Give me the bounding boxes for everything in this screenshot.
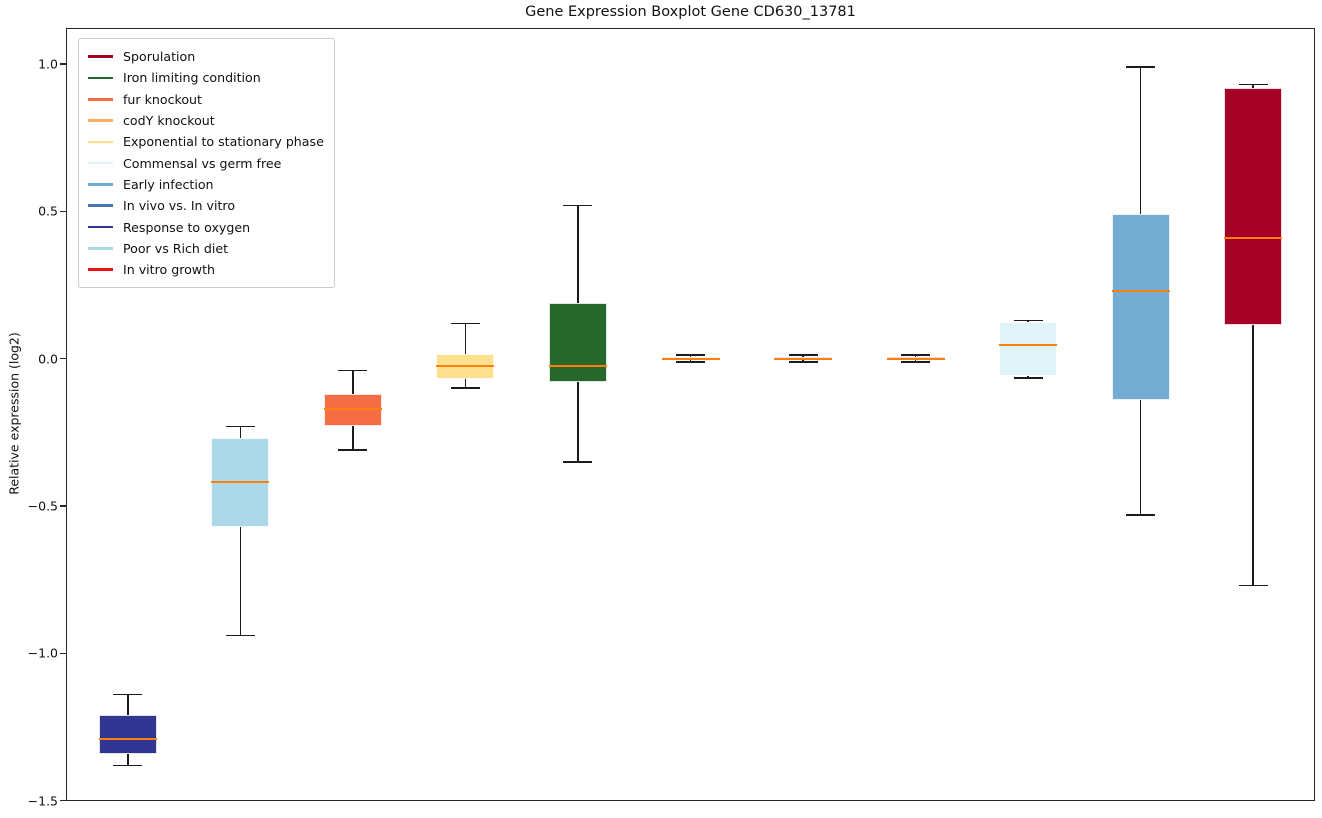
legend-label: In vitro growth [123,262,216,278]
whisker-cap-bottom-sporulation [1238,584,1268,587]
median-in-vitro-growth [886,357,945,360]
legend-item-response-to-oxygen: Response to oxygen [88,216,324,237]
median-exponential-to-stationary-phase [436,365,495,368]
box-fur-knockout [323,394,382,427]
whisker-cap-bottom-early-infection [1126,514,1156,516]
legend-item-sporulation: Sporulation [88,46,324,67]
y-tick-label: 1.0 [38,56,58,72]
legend-item-exponential-to-stationary-phase: Exponential to stationary phase [88,131,324,152]
whisker-sporulation [1252,84,1254,586]
whisker-cap-bottom-cody-knockout [676,361,705,363]
y-tick-mark [60,505,66,507]
box-commensal-vs-germ-free [999,321,1058,377]
median-in-vivo-vs-in-vitro [774,357,833,360]
whisker-cap-bottom-fur-knockout [338,449,368,451]
legend-label: Poor vs Rich diet [123,240,229,256]
box-response-to-oxygen [98,715,157,754]
median-early-infection [1111,289,1170,292]
legend-item-cody-knockout: codY knockout [88,110,324,131]
legend-swatch-iron-limiting-condition [88,76,113,80]
whisker-cap-bottom-commensal-vs-germ-free [1013,377,1043,379]
whisker-cap-bottom-response-to-oxygen [113,764,143,767]
whisker-cap-bottom-poor-vs-rich-diet [225,634,255,637]
legend-swatch-commensal-vs-germ-free [88,161,113,165]
whisker-cap-bottom-in-vivo-vs-in-vitro [788,361,818,363]
legend-label: Iron limiting condition [123,70,261,86]
legend-swatch-in-vivo-vs-in-vitro [88,204,113,208]
y-tick-mark [60,800,66,802]
whisker-cap-bottom-in-vitro-growth [901,361,931,363]
legend-label: In vivo vs. In vitro [123,198,236,214]
y-tick-label: −1.5 [27,793,58,809]
legend-swatch-in-vitro-growth [88,268,113,271]
legend-item-fur-knockout: fur knockout [88,89,324,110]
y-tick-label: −1.0 [27,645,58,661]
median-poor-vs-rich-diet [211,481,270,484]
legend-swatch-response-to-oxygen [88,225,113,229]
y-axis-label: Relative expression (log2) [6,332,22,495]
whisker-poor-vs-rich-diet [239,426,242,636]
legend-item-in-vivo-vs-in-vitro: In vivo vs. In vitro [88,195,324,216]
box-sporulation [1224,87,1283,325]
median-commensal-vs-germ-free [999,344,1058,347]
legend-swatch-cody-knockout [88,119,113,122]
legend-label: Response to oxygen [123,219,251,235]
whisker-cap-bottom-exponential-to-stationary-phase [450,387,480,389]
whisker-cap-top-response-to-oxygen [113,693,143,696]
box-early-infection [1111,214,1170,400]
legend-item-in-vitro-growth: In vitro growth [88,259,324,280]
whisker-cap-top-commensal-vs-germ-free [1013,319,1043,322]
y-tick-mark [60,358,66,360]
legend-label: Commensal vs germ free [123,155,282,171]
legend-label: codY knockout [123,113,215,129]
y-tick-mark [60,63,66,65]
whisker-cap-top-cody-knockout [676,354,705,356]
legend-label: Sporulation [123,49,196,65]
y-tick-label: −0.5 [27,498,58,514]
median-response-to-oxygen [98,737,157,740]
chart-title: Gene Expression Boxplot Gene CD630_13781 [525,4,856,20]
whisker-cap-top-poor-vs-rich-diet [225,425,255,428]
whisker-cap-top-iron-limiting-condition [563,204,593,207]
whisker-cap-top-fur-knockout [338,369,368,372]
y-tick-label: 0.0 [38,351,58,367]
box-iron-limiting-condition [548,302,607,383]
legend-label: fur knockout [123,91,202,107]
legend-item-commensal-vs-germ-free: Commensal vs germ free [88,152,324,173]
whisker-cap-top-in-vivo-vs-in-vitro [788,354,818,356]
legend-swatch-sporulation [88,55,113,58]
median-cody-knockout [661,357,720,360]
y-tick-mark [60,652,66,654]
median-fur-knockout [323,407,382,410]
legend-label: Early infection [123,176,214,192]
median-sporulation [1224,236,1283,239]
legend-swatch-poor-vs-rich-diet [88,247,113,250]
whisker-cap-bottom-iron-limiting-condition [563,461,593,463]
legend-item-poor-vs-rich-diet: Poor vs Rich diet [88,238,324,259]
whisker-cap-top-in-vitro-growth [901,354,931,356]
y-tick-label: 0.5 [38,203,58,219]
legend-swatch-fur-knockout [88,97,113,101]
legend-item-iron-limiting-condition: Iron limiting condition [88,67,324,88]
legend-item-early-infection: Early infection [88,174,324,195]
legend-label: Exponential to stationary phase [123,134,324,150]
legend-swatch-early-infection [88,183,113,186]
whisker-cap-top-exponential-to-stationary-phase [450,322,480,325]
median-iron-limiting-condition [548,365,607,368]
legend-swatch-exponential-to-stationary-phase [88,140,113,144]
whisker-cap-top-sporulation [1238,83,1268,86]
y-tick-mark [60,210,66,212]
whisker-cap-top-early-infection [1126,66,1156,68]
